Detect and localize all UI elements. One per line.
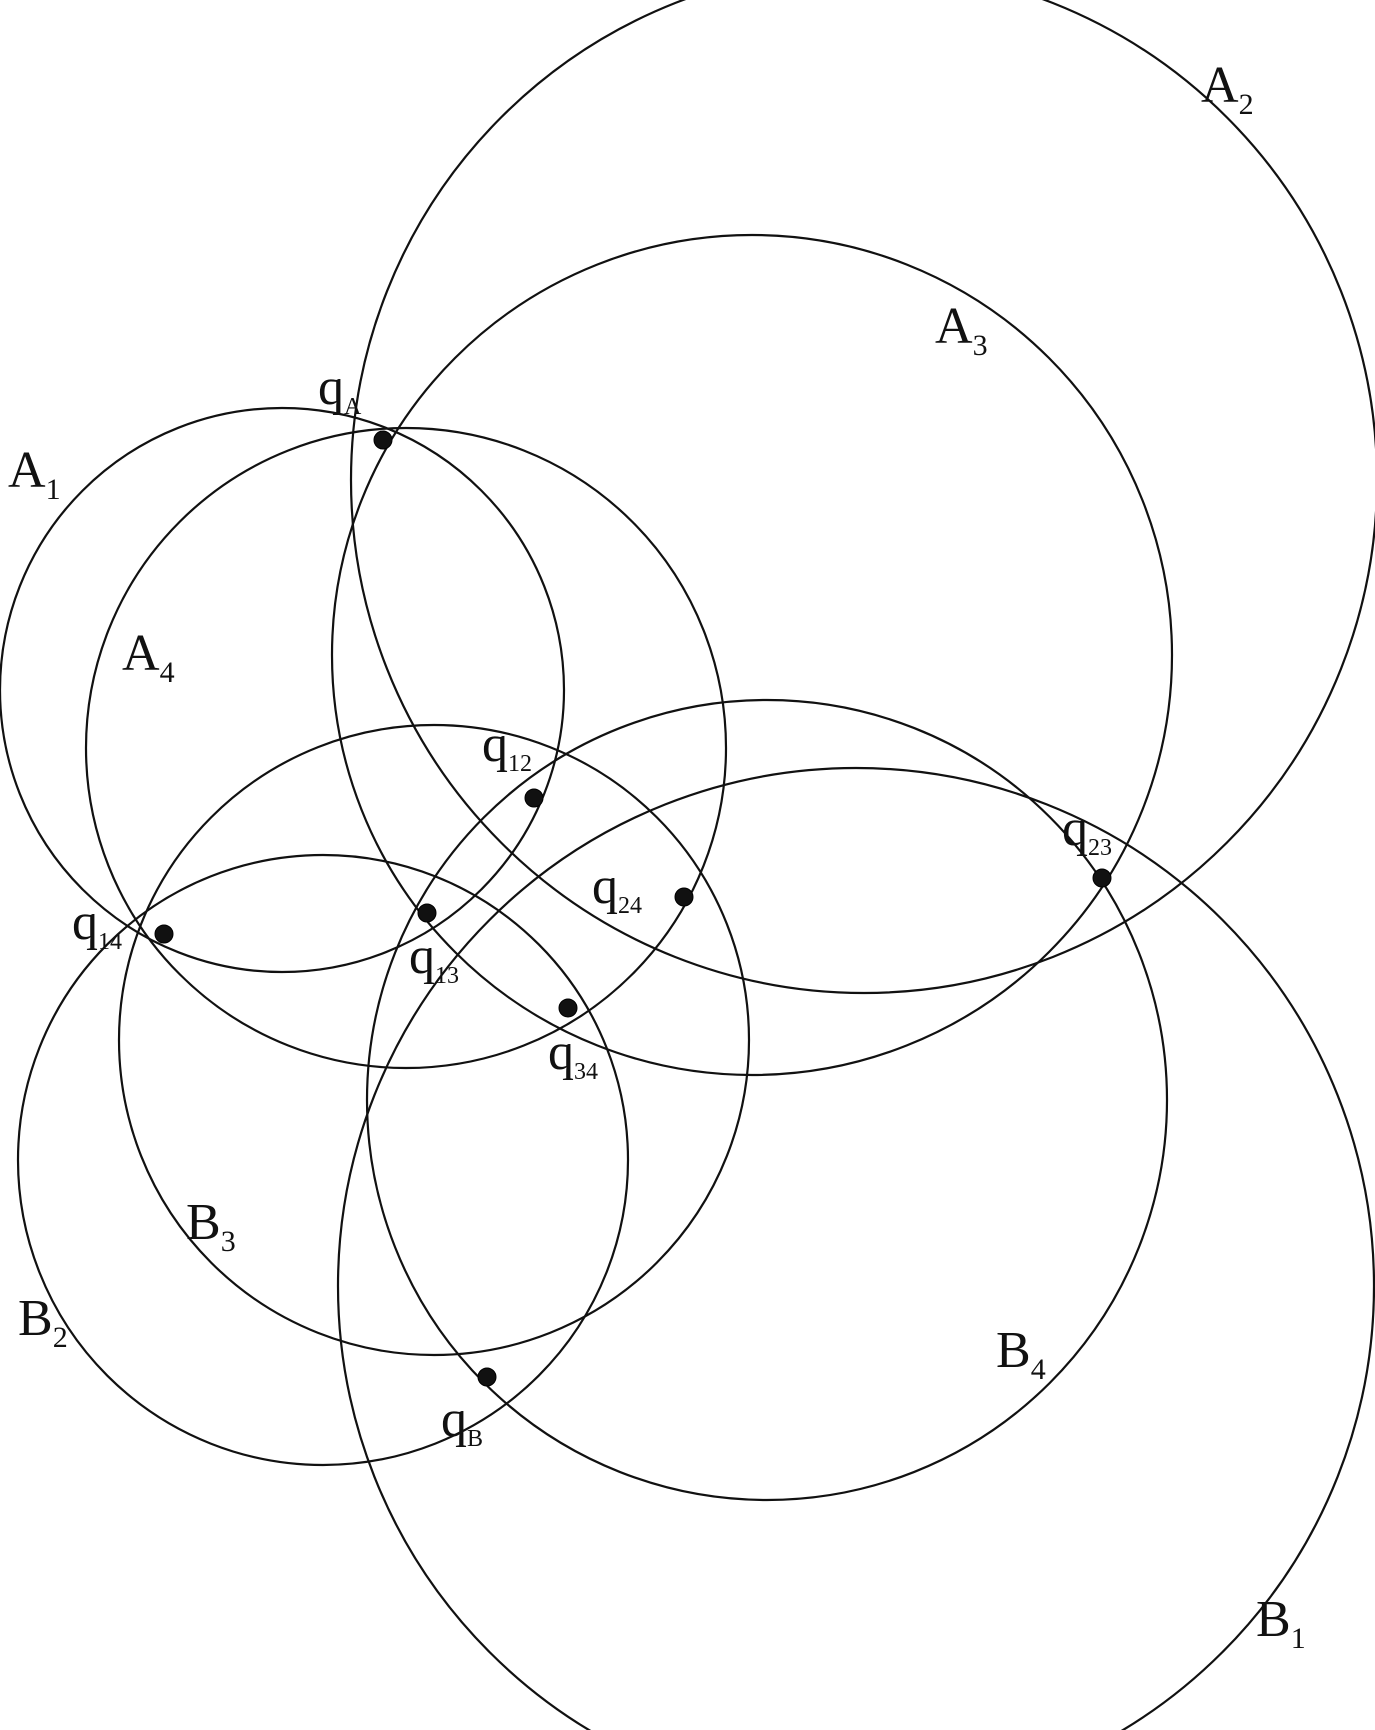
label-q12: q12 [482, 716, 532, 777]
point-labels: qA q12 q13 q14 q23 q24 q34 qB [72, 359, 1112, 1452]
label-qB: qB [441, 1391, 483, 1452]
circle-A3 [330, 233, 1174, 1077]
circle-B2 [16, 853, 630, 1467]
label-B3: B3 [186, 1194, 236, 1258]
label-B4: B4 [996, 1322, 1046, 1386]
label-B2: B2 [18, 1290, 68, 1354]
label-q23: q23 [1062, 800, 1112, 861]
point-q23 [1092, 868, 1112, 888]
label-A3: A3 [935, 298, 988, 362]
point-q34 [558, 998, 578, 1018]
circle-A1 [0, 406, 566, 974]
label-A2: A2 [1201, 57, 1254, 121]
circle-A4 [84, 426, 728, 1070]
circle-B1 [337, 767, 1375, 1730]
circle-labels: A1 A2 A3 A4 B1 B2 B3 B4 [8, 57, 1306, 1655]
point-q12 [524, 788, 544, 808]
points [154, 430, 1112, 1387]
circle-B3 [117, 723, 751, 1357]
point-qA [373, 430, 393, 450]
label-q24: q24 [592, 858, 642, 919]
label-q14: q14 [72, 894, 122, 955]
label-q13: q13 [409, 928, 459, 989]
label-q34: q34 [548, 1024, 598, 1085]
point-q14 [154, 924, 174, 944]
point-q24 [674, 887, 694, 907]
label-qA: qA [318, 359, 362, 420]
circle-B4 [365, 698, 1169, 1502]
label-A1: A1 [8, 442, 61, 506]
point-qB [477, 1367, 497, 1387]
circle-A2 [350, 0, 1375, 994]
point-q13 [417, 903, 437, 923]
label-A4: A4 [122, 625, 175, 689]
label-B1: B1 [1256, 1591, 1306, 1655]
